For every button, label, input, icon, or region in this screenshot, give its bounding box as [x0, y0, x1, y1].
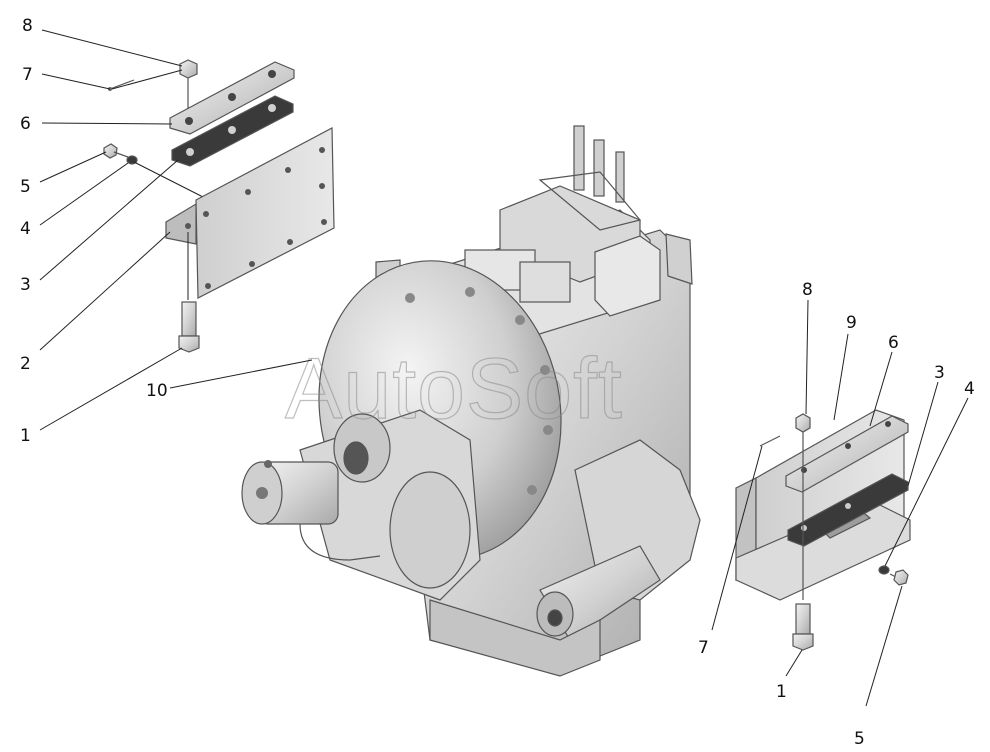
right-callouts: 8 9 6 3 4 7 1 5 — [698, 280, 975, 749]
cotter-pin-left — [108, 79, 135, 91]
left-callouts: 8 7 6 5 4 3 2 1 10 — [20, 16, 313, 446]
callout-label: 3 — [934, 363, 945, 383]
clamp-plate-left-upper — [169, 61, 295, 135]
callout-label: 4 — [20, 219, 31, 239]
transmission-assembly — [241, 125, 701, 677]
callout-label: 1 — [776, 682, 787, 702]
callout-label: 3 — [20, 275, 31, 295]
callout-label: 5 — [854, 729, 865, 749]
cotter-pin-right — [759, 435, 781, 447]
callout-label: 7 — [698, 638, 709, 658]
right-bracket-assembly — [735, 409, 911, 651]
input-flange — [333, 413, 391, 483]
long-bolt-left — [178, 301, 200, 353]
bolt-right — [889, 569, 909, 586]
callout-label: 7 — [22, 65, 33, 85]
castle-nut-right — [795, 413, 811, 600]
callout-label: 5 — [20, 177, 31, 197]
callout-label: 8 — [802, 280, 813, 300]
pump-left — [241, 460, 381, 561]
castle-nut-left — [179, 59, 198, 116]
left-bracket-assembly — [103, 59, 335, 353]
callout-label: 1 — [20, 426, 31, 446]
callout-label: 9 — [846, 313, 857, 333]
washer-right — [878, 565, 890, 575]
callout-label: 8 — [22, 16, 33, 36]
bolt-left — [103, 143, 129, 159]
rubber-pad-left — [171, 95, 294, 167]
watermark-text: AutoSoft — [285, 341, 623, 437]
callout-label: 4 — [964, 379, 975, 399]
long-bolt-right — [792, 603, 814, 651]
callout-label: 10 — [146, 381, 168, 401]
clamp-plate-right-upper — [785, 415, 909, 493]
callout-label: 2 — [20, 354, 31, 374]
callout-label: 6 — [20, 114, 31, 134]
callout-label: 6 — [888, 333, 899, 353]
motor-right — [536, 545, 661, 641]
